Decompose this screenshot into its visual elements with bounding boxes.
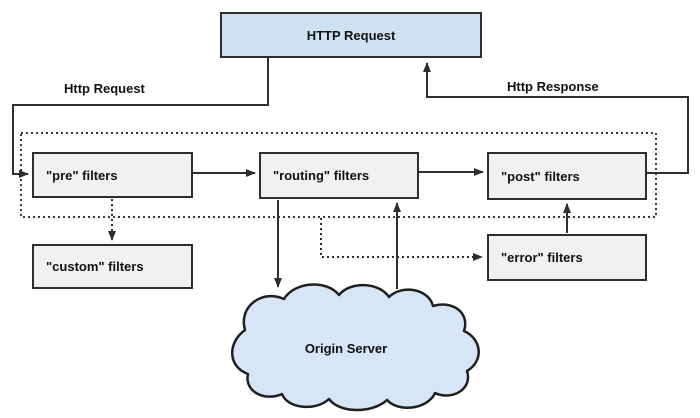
- edge-label-http-response: Http Response: [507, 79, 599, 94]
- node-error-filters: "error" filters: [487, 234, 647, 281]
- origin-server-label: Origin Server: [304, 341, 388, 356]
- node-pre-filters: "pre" filters: [32, 152, 193, 198]
- node-custom-filters: "custom" filters: [32, 244, 193, 289]
- node-post-filters-label: "post" filters: [501, 168, 580, 184]
- origin-server-cloud: [231, 283, 480, 412]
- node-error-filters-label: "error" filters: [501, 250, 583, 265]
- node-custom-filters-label: "custom" filters: [46, 259, 144, 274]
- node-post-filters: "post" filters: [487, 152, 647, 200]
- wire-http-request-to-pre-filters: [12, 58, 269, 178]
- edge-label-http-request: Http Request: [64, 81, 145, 96]
- node-http-request-label: HTTP Request: [306, 27, 396, 43]
- node-routing-filters-label: "routing" filters: [273, 168, 370, 183]
- node-pre-filters-label: "pre" filters: [46, 167, 118, 183]
- wire-post-to-http-request-response: [423, 62, 689, 174]
- wire-boundary-to-error-dotted: [320, 218, 483, 261]
- node-http-request: HTTP Request: [220, 12, 482, 58]
- node-routing-filters: "routing" filters: [259, 152, 419, 199]
